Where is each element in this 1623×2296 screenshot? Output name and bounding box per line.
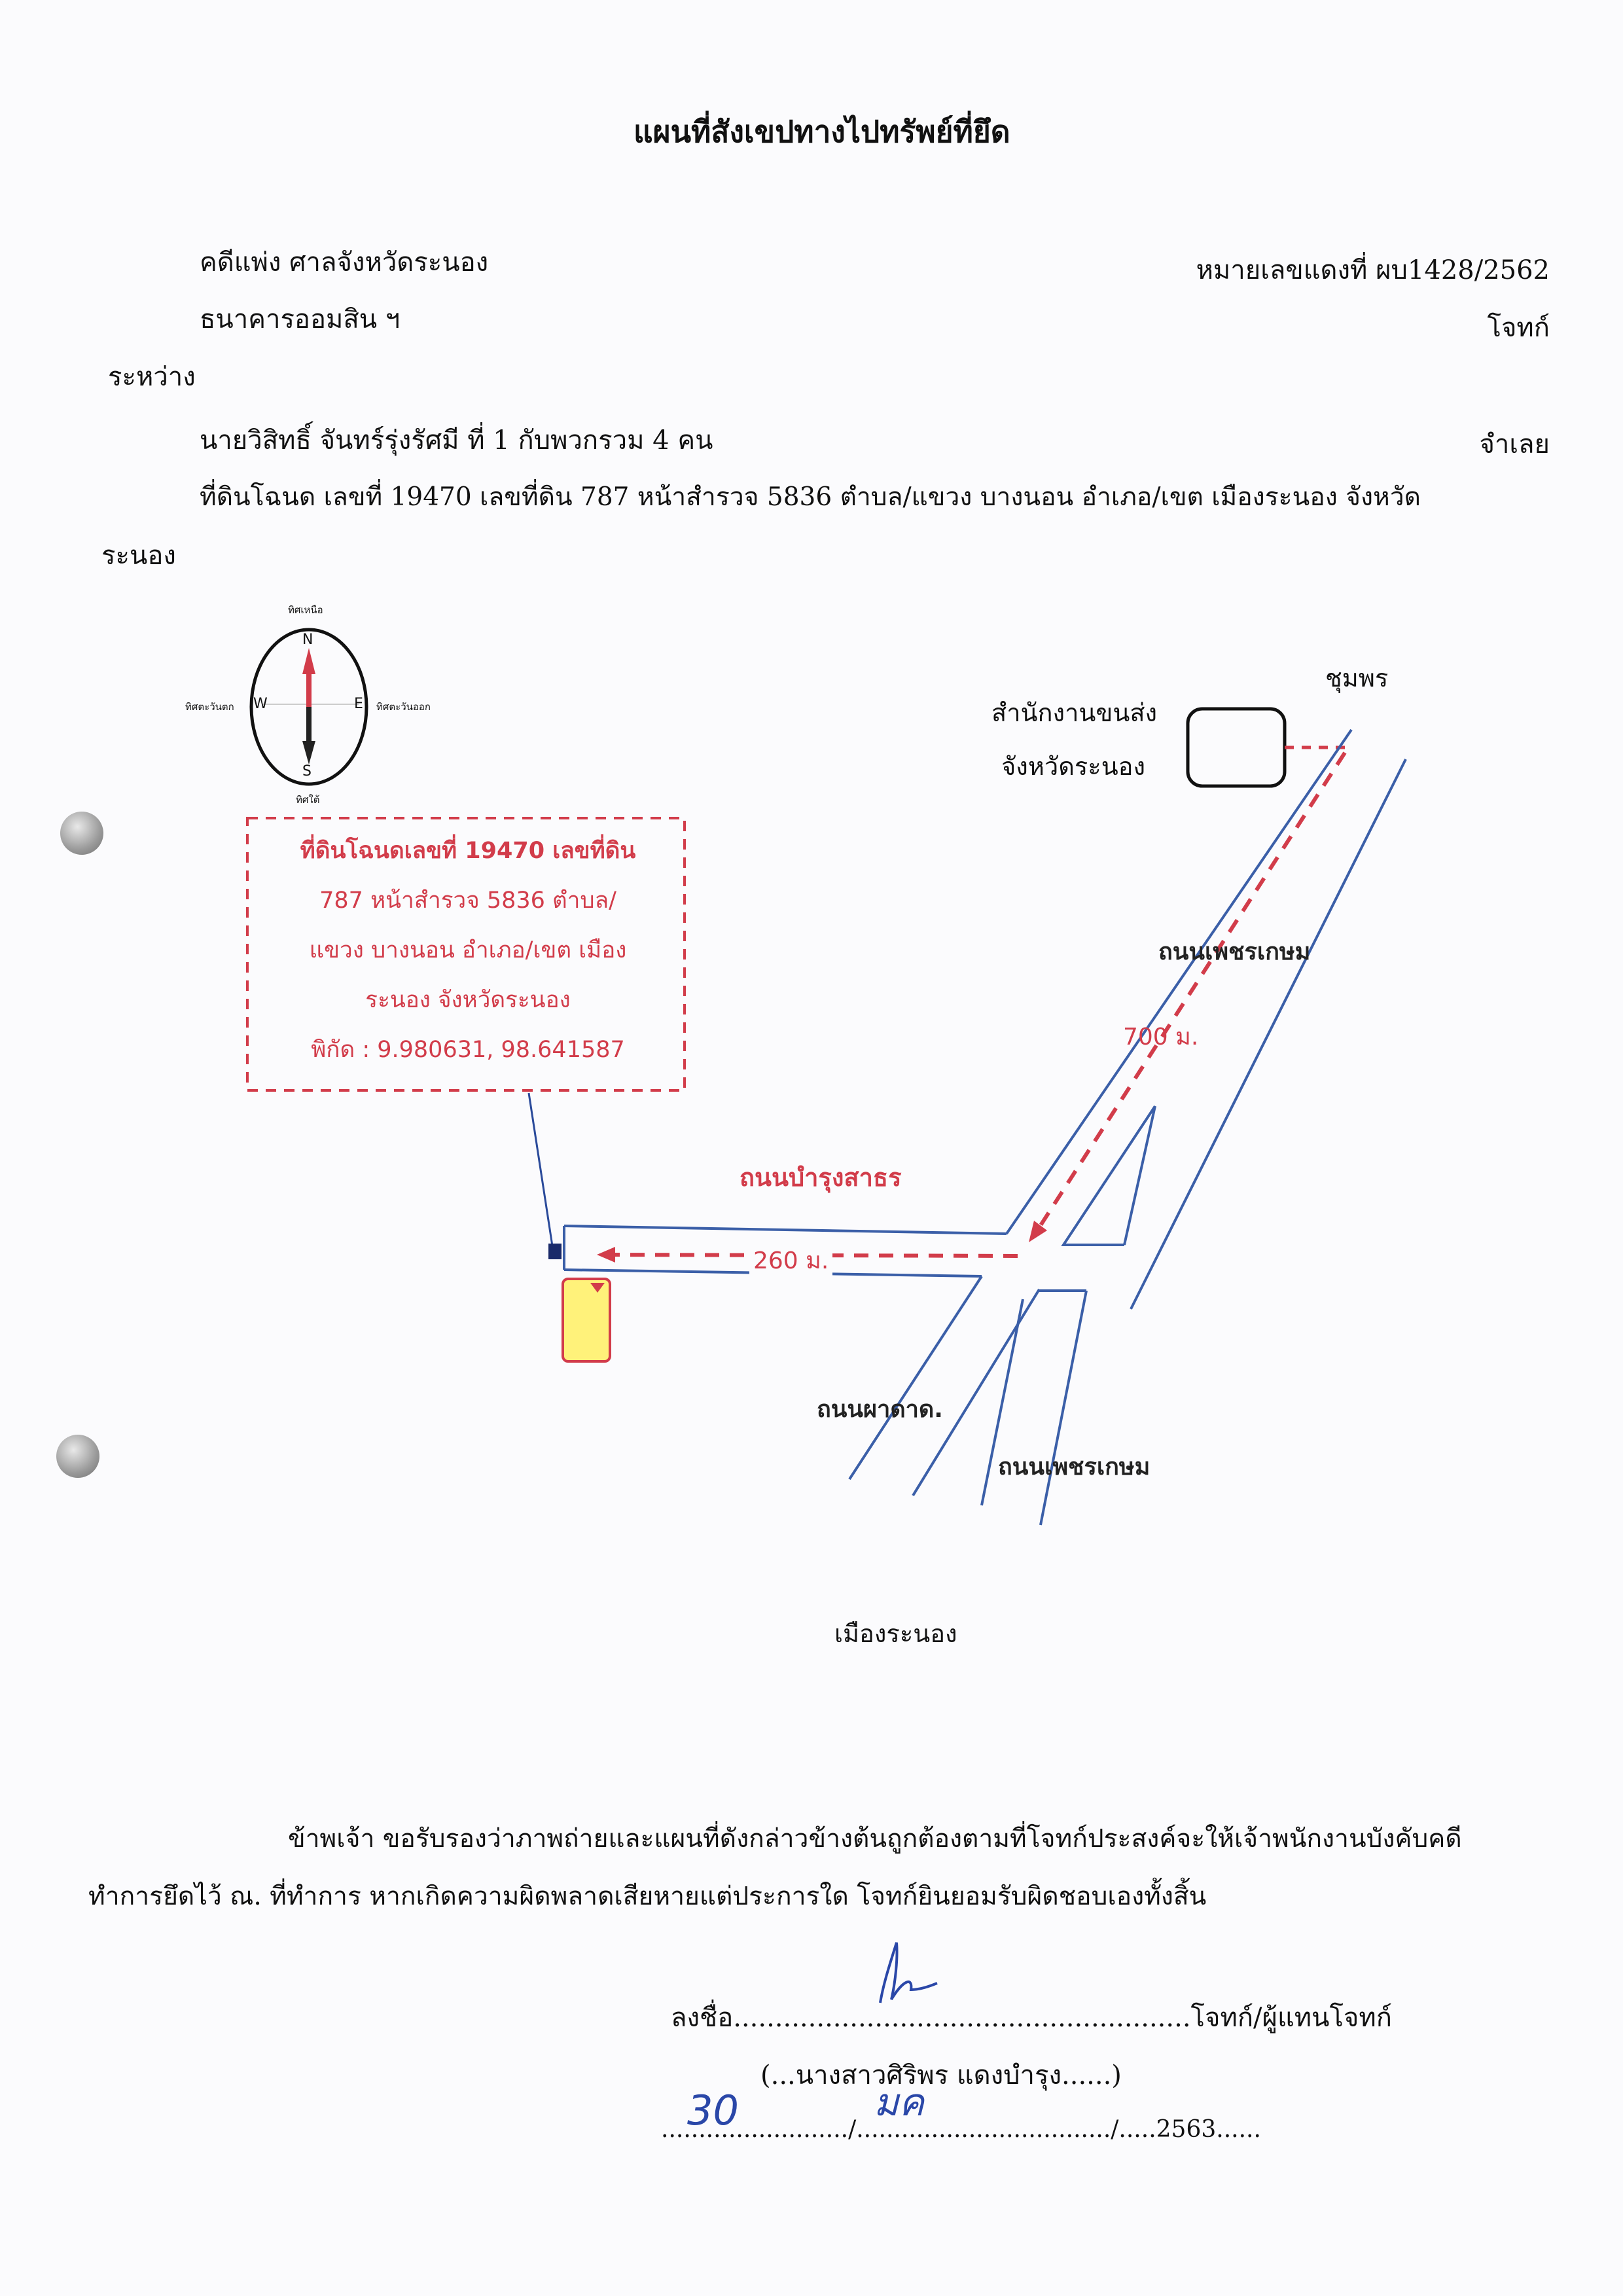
road-phetkasem-upper-left — [1005, 728, 1353, 1235]
handwritten-day: 30 — [687, 2087, 739, 2134]
punch-hole-top — [60, 812, 103, 855]
plaintiff-role: โจทก์ — [1487, 313, 1550, 343]
land-info-text: ที่ดินโฉนดเลขที่ 19470 เลขที่ดิน 787 หน้… — [300, 838, 636, 1063]
case-number: หมายเลขแดงที่ ผบ1428/2562 — [1196, 255, 1550, 285]
certification-line2: ทำการยึดไว้ ณ. ที่ทำการ หากเกิดความผิดพล… — [88, 1882, 1207, 1911]
label-road-phetkasem-bottom: ถนนเพชรเกษม — [998, 1454, 1150, 1480]
label-chumphon: ชุมพร — [1325, 664, 1389, 692]
compass-s: S — [302, 763, 312, 780]
route-700m — [1035, 751, 1347, 1232]
defendant-role: จำเลย — [1479, 429, 1550, 459]
compass-north-label: ทิศเหนือ — [288, 604, 323, 616]
seized-land-parcel — [562, 1278, 611, 1363]
compass-east-label: ทิศตะวันออก — [376, 701, 431, 713]
compass-w: W — [253, 696, 268, 712]
compass-e: E — [354, 696, 363, 712]
compass-n: N — [302, 632, 313, 648]
land-info-box — [246, 817, 686, 1092]
punch-hole-bottom — [56, 1435, 99, 1478]
land-description-line1: ที่ดินโฉนด เลขที่ 19470 เลขที่ดิน 787 หน… — [200, 482, 1421, 512]
label-office-line2: จังหวัดระนอง — [1001, 752, 1146, 781]
signature-line: ลงชื่อ..................................… — [671, 2003, 1392, 2033]
signer-name: (...นางสาวศิริพร แดงบำรุง......) — [760, 2060, 1122, 2090]
label-road-phadat: ถนนผาดาด. — [817, 1396, 943, 1423]
compass-south-label: ทิศใต้ — [296, 794, 320, 806]
between-label: ระหว่าง — [108, 362, 196, 392]
label-mueang-ranong: เมืองระนอง — [834, 1619, 957, 1648]
handwritten-month: มค — [874, 2080, 925, 2125]
road-phetkasem-lower-left — [1039, 1290, 1088, 1526]
label-office-line1: สำนักงานขนส่ง — [991, 698, 1158, 727]
document-title: แผนที่สังเขปทางไปทรัพย์ที่ยึด — [633, 114, 1010, 149]
label-260m: 260 ม. — [749, 1242, 833, 1279]
compass-icon — [249, 628, 368, 786]
land-description-line2: ระนอง — [101, 541, 176, 571]
label-road-phetkasem-top: ถนนเพชรเกษม — [1158, 939, 1311, 965]
compass-west-label: ทิศตะวันตก — [185, 701, 234, 713]
case-court: คดีแพ่ง ศาลจังหวัดระนอง — [200, 247, 489, 278]
road-phetkasem-upper-right — [1130, 759, 1407, 1310]
defendant-name: นายวิสิทธิ์ จันทร์รุ่งรัศมี ที่ 1 กับพวก… — [200, 425, 713, 456]
certification-line1: ข้าพเจ้า ขอรับรองว่าภาพถ่ายและแผนที่ดังก… — [288, 1824, 1462, 1854]
label-700m: 700 ม. — [1123, 1024, 1199, 1050]
date-line: ........................./..............… — [661, 2116, 1261, 2143]
plaintiff-name: ธนาคารออมสิน ฯ — [200, 304, 401, 334]
road-bamrung-upper — [563, 1225, 1007, 1235]
label-road-bamrung: ถนนบำรุงสาธร — [740, 1163, 902, 1192]
road-phadat-left — [848, 1275, 983, 1480]
